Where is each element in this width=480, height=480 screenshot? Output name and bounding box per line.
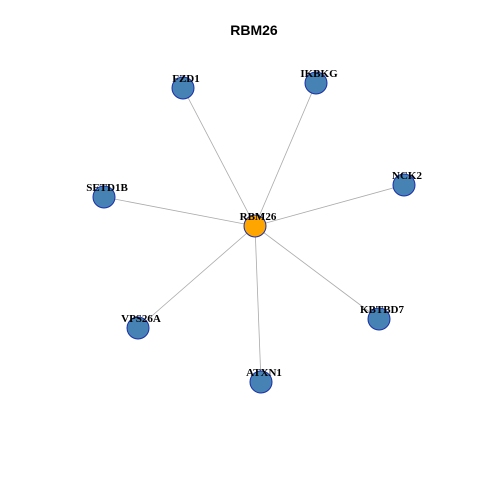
node-nck2 [392,173,416,197]
edge-layer [103,82,405,383]
edge-rbm26-vps26a [137,225,256,329]
node-label-fzd1: FZD1 [172,73,200,85]
node-layer [92,71,416,394]
diagram-title: RBM26 [230,22,278,38]
node-label-setd1b: SETD1B [86,182,128,194]
node-fzd1 [171,76,195,100]
edge-rbm26-atxn1 [254,225,262,383]
node-ikbkg [304,71,328,95]
node-label-nck2: NCK2 [392,170,422,182]
edge-rbm26-fzd1 [182,87,256,227]
edge-rbm26-nck2 [254,184,405,227]
node-vps26a [126,316,150,340]
node-setd1b [92,185,116,209]
edge-rbm26-ikbkg [254,82,317,227]
node-label-atxn1: ATXN1 [246,367,282,379]
node-label-ikbkg: IKBKG [300,68,338,80]
node-label-kbtbd7: KBTBD7 [360,304,405,316]
node-rbm26 [243,214,267,238]
node-kbtbd7 [367,307,391,331]
edge-rbm26-setd1b [103,196,256,227]
node-label-rbm26: RBM26 [240,211,277,223]
edge-rbm26-kbtbd7 [254,225,380,320]
node-atxn1 [249,370,273,394]
node-label-vps26a: VPS26A [121,313,161,325]
